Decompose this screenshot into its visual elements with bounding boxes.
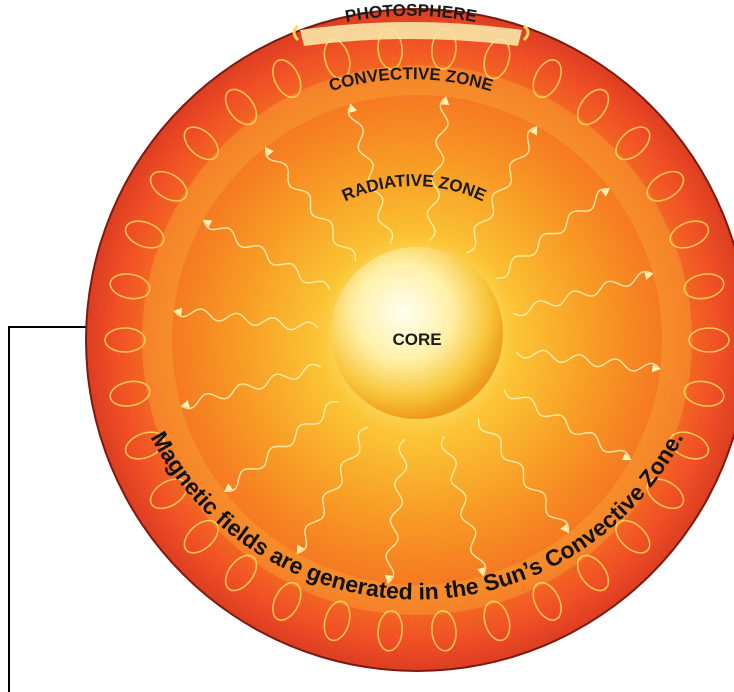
convection-loop — [109, 380, 151, 407]
convection-loop — [669, 431, 710, 460]
convection-loop — [124, 220, 165, 249]
radiative-ray — [180, 363, 321, 410]
convection-loop — [109, 273, 151, 300]
photosphere-banner — [292, 22, 530, 46]
convection-loop — [183, 519, 219, 554]
radiative-ray — [440, 436, 487, 577]
radiative-ray — [465, 125, 538, 254]
radiative-ray-arrowhead — [529, 126, 538, 136]
radiative-ray — [296, 426, 369, 555]
radiative-ray — [347, 103, 394, 244]
convection-loop — [576, 554, 610, 592]
radiative-ray-arrowhead — [173, 307, 183, 316]
convection-loop — [431, 610, 457, 652]
convection-loop — [669, 220, 710, 249]
radiative-ray — [503, 388, 632, 461]
convection-loop — [532, 581, 562, 621]
convection-loop — [124, 431, 165, 460]
radiative-ray — [173, 308, 319, 331]
radiative-ray-arrowhead — [601, 188, 610, 197]
radiative-ray-arrowhead — [203, 219, 213, 228]
radiative-ray-arrowhead — [644, 272, 653, 280]
convection-loop — [377, 610, 403, 652]
convection-loop — [483, 600, 511, 642]
convection-loop — [224, 554, 258, 592]
convection-loop — [323, 600, 351, 642]
radiative-energy-rays — [173, 96, 661, 584]
radiative-ray-arrowhead — [224, 483, 233, 492]
radiative-ray-arrowhead — [181, 400, 190, 408]
radiative-ray — [265, 147, 356, 262]
radiative-ray-arrowhead — [384, 574, 393, 584]
convection-loop — [224, 88, 258, 126]
convection-loop — [646, 170, 685, 202]
radiative-ray — [202, 219, 331, 292]
radiative-ray-arrowhead — [560, 524, 569, 533]
convection-loop — [688, 327, 730, 353]
convection-loop — [615, 519, 651, 554]
radiative-ray — [385, 438, 408, 584]
radiative-ray-arrowhead — [349, 104, 357, 113]
convection-loop — [683, 273, 725, 300]
convection-loop — [532, 59, 562, 99]
radiative-ray-arrowhead — [441, 96, 450, 106]
radiative-ray — [513, 270, 654, 317]
radiative-ray — [478, 418, 569, 533]
pointer-line — [8, 326, 92, 692]
sun-sphere — [85, 8, 734, 672]
convection-loop — [615, 126, 651, 161]
convection-loop — [272, 581, 302, 621]
radiative-ray-arrowhead — [621, 452, 631, 461]
radiative-ray-arrowhead — [477, 567, 485, 576]
radiative-ray-arrowhead — [296, 544, 305, 554]
convection-loop — [576, 88, 610, 126]
convection-loop — [683, 380, 725, 407]
convection-loop — [149, 478, 188, 510]
radiative-ray — [224, 401, 339, 492]
radiative-ray — [515, 349, 661, 372]
radiative-ray-arrowhead — [651, 364, 661, 373]
radiative-ray-arrowhead — [265, 147, 274, 156]
radiative-ray — [495, 188, 610, 279]
convection-loop — [183, 126, 219, 161]
convection-loop — [149, 170, 188, 202]
convection-loop — [104, 327, 146, 353]
radiative-ray — [426, 96, 449, 242]
convective-cell-loops — [104, 28, 730, 652]
core-label: CORE — [392, 330, 441, 349]
convection-loop — [646, 478, 685, 510]
core-sphere — [317, 233, 517, 433]
convection-loop — [272, 59, 302, 99]
